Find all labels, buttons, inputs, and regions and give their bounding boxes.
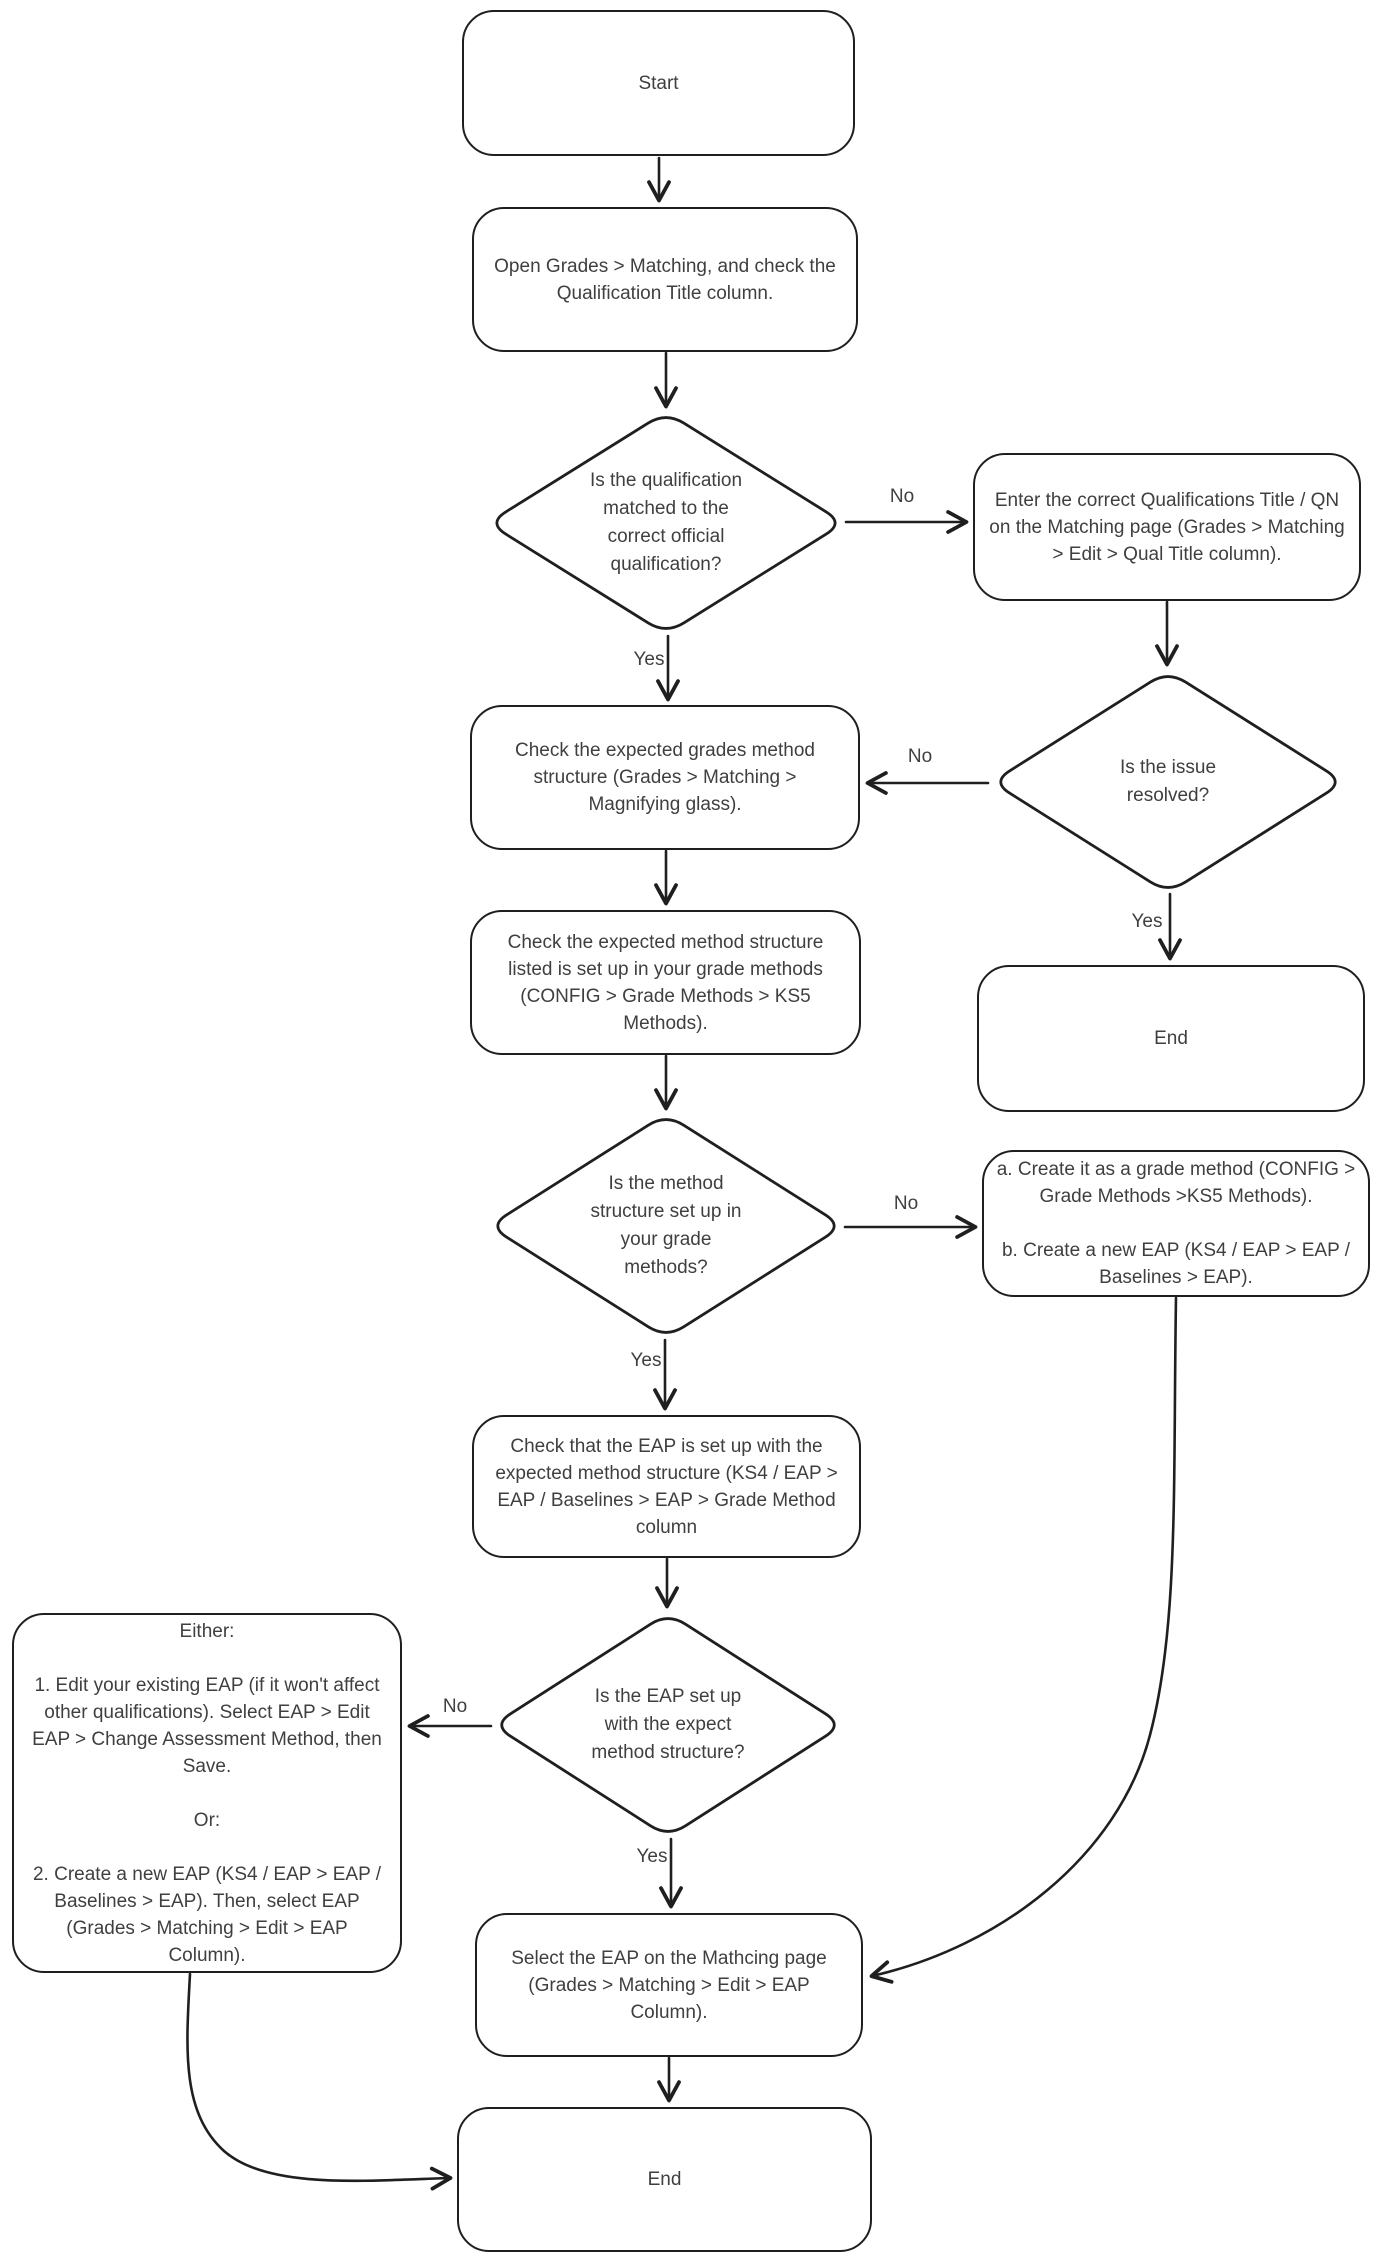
node-either-options: Either: 1. Edit your existing EAP (if it…: [12, 1613, 402, 1973]
decision-method-setup-shape: [496, 1118, 836, 1334]
node-check-eap-setup-label: Check that the EAP is set up with the ex…: [495, 1435, 838, 1538]
node-select-eap: Select the EAP on the Mathcing page (Gra…: [475, 1913, 863, 2057]
decision-issue-resolved-shape: [999, 675, 1337, 889]
label-eap-setup-yes: Yes: [636, 1846, 668, 1867]
node-end-bottom-label: End: [647, 2169, 682, 2190]
node-open-grades-matching-label: Open Grades > Matching, and check the Qu…: [494, 255, 836, 304]
node-check-method-listed-label: Check the expected method structure list…: [507, 931, 824, 1034]
node-end-right: End: [977, 965, 1365, 1112]
node-check-grades-method: Check the expected grades method structu…: [470, 705, 860, 850]
node-start-label: Start: [638, 72, 679, 94]
node-end-bottom: End: [457, 2107, 872, 2252]
label-issue-resolved-yes: Yes: [1131, 911, 1163, 932]
node-either-options-label: Either: 1. Edit your existing EAP (if it…: [32, 1620, 382, 1966]
node-enter-qual-title: Enter the correct Qualifications Title /…: [973, 453, 1361, 601]
node-create-method-or-eap-label: a. Create it as a grade method (CONFIG >…: [996, 1159, 1356, 1288]
node-select-eap-label: Select the EAP on the Mathcing page (Gra…: [511, 1947, 827, 2023]
node-check-method-listed: Check the expected method structure list…: [470, 910, 861, 1055]
label-qual-matched-no: No: [889, 486, 915, 507]
node-check-eap-setup: Check that the EAP is set up with the ex…: [472, 1415, 861, 1558]
node-end-right-label: End: [1154, 1028, 1188, 1049]
label-issue-resolved-no: No: [907, 746, 933, 767]
node-check-grades-method-label: Check the expected grades method structu…: [515, 740, 815, 815]
label-method-setup-yes: Yes: [630, 1350, 662, 1371]
node-start: Start: [462, 10, 855, 156]
label-method-setup-no: No: [893, 1193, 919, 1214]
node-enter-qual-title-label: Enter the correct Qualifications Title /…: [989, 489, 1345, 565]
node-open-grades-matching: Open Grades > Matching, and check the Qu…: [472, 207, 858, 352]
decision-eap-setup-shape: [500, 1617, 836, 1833]
edge-either-options-to-end-curve: [186, 1972, 453, 2191]
node-create-method-or-eap: a. Create it as a grade method (CONFIG >…: [982, 1150, 1370, 1297]
label-eap-setup-no: No: [442, 1696, 468, 1717]
edge-create-method-to-select-eap-curve: [869, 1296, 1178, 1984]
decision-qualification-matched-shape: [495, 416, 837, 630]
label-qual-matched-yes: Yes: [633, 649, 665, 670]
